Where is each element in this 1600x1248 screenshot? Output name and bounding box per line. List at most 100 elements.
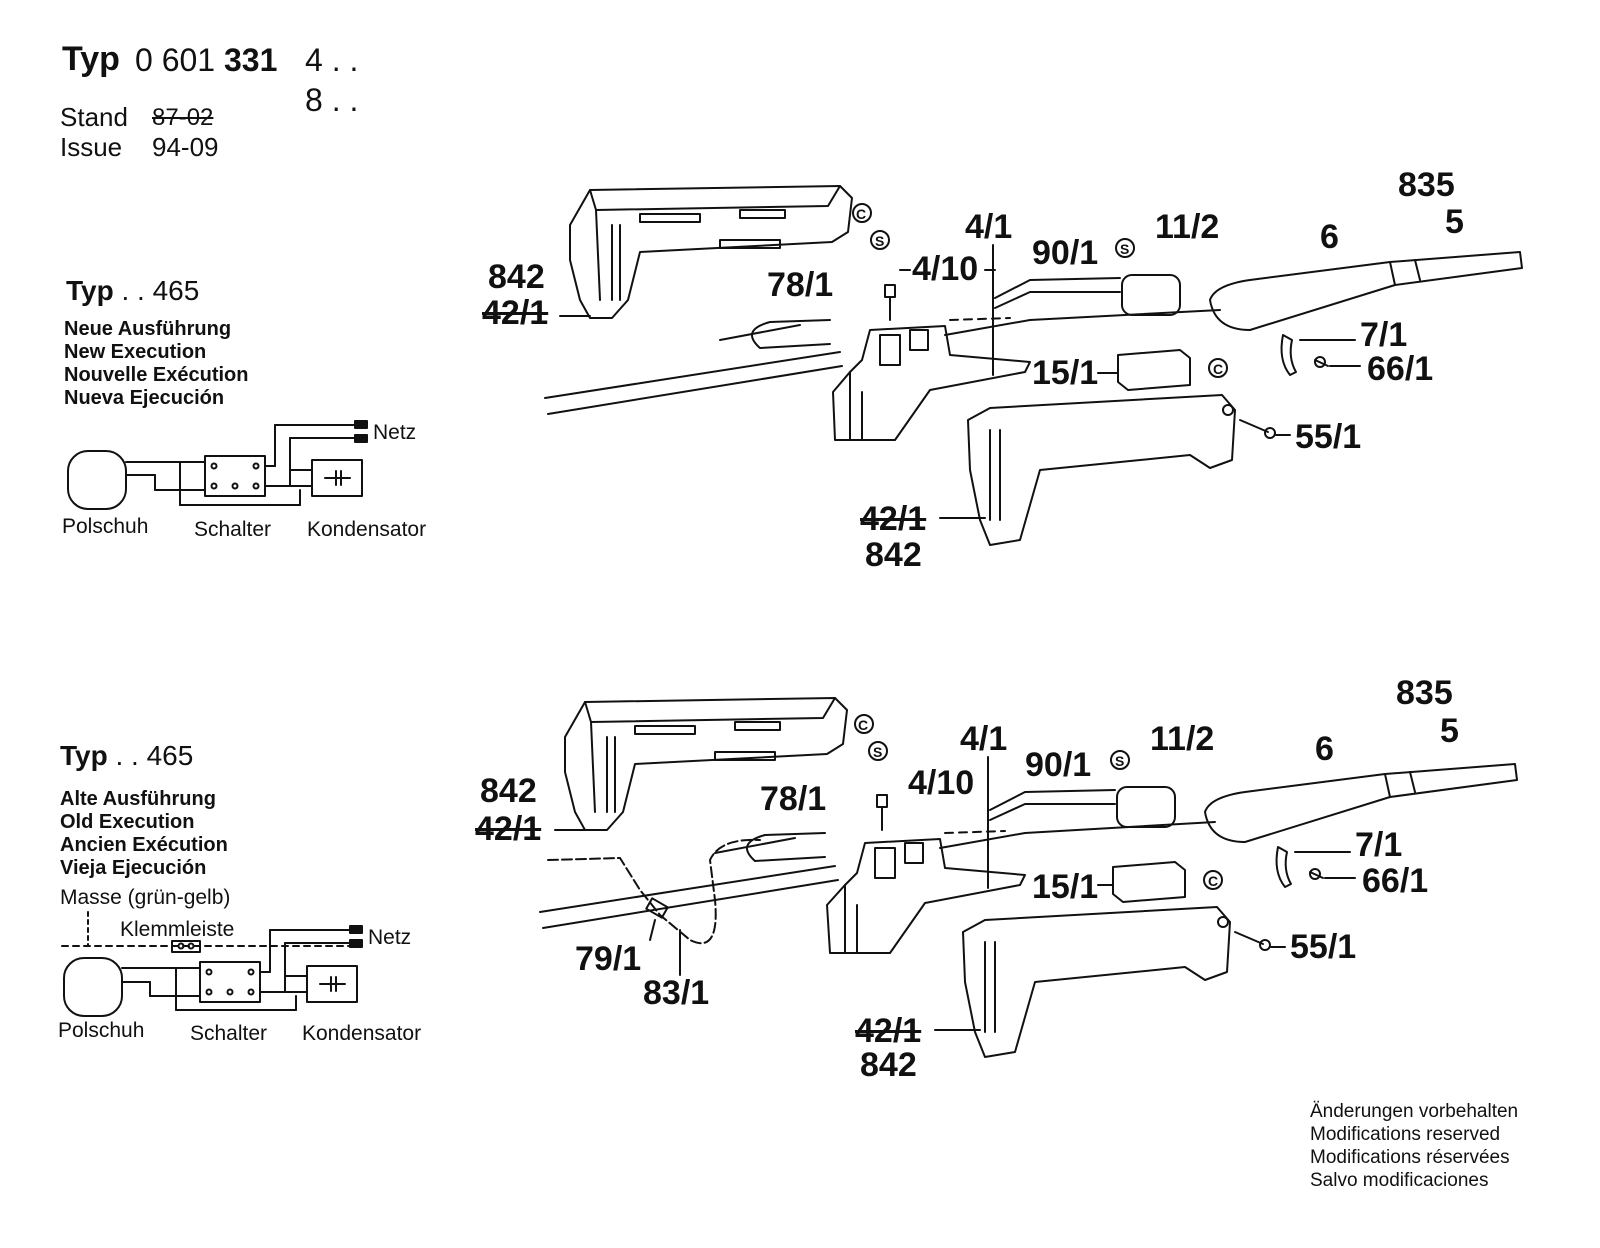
part-42-1-top: 42/1	[482, 294, 549, 332]
svg-text:C: C	[1213, 361, 1223, 377]
svg-text:C: C	[856, 206, 866, 222]
cable-protection-sleeve-old	[1204, 773, 1391, 843]
part-79-1: 79/1	[575, 940, 642, 978]
stand-value: 87-02	[152, 104, 214, 131]
part-842-bottom: 842	[865, 536, 922, 574]
svg-text:S: S	[1115, 753, 1124, 769]
part-78-1: 78/1	[767, 266, 834, 304]
housing-half-lower-old	[962, 906, 1231, 1058]
capacitor-shape-old	[306, 965, 358, 1003]
part-6: 6	[1320, 218, 1339, 256]
old-typ-heading: Typ . . 465	[60, 740, 193, 772]
old-typ-label: Typ	[60, 740, 108, 771]
part-83-1: 83/1	[643, 974, 710, 1012]
old-schalter-label: Schalter	[190, 1022, 268, 1045]
part-78-1-old: 78/1	[760, 780, 827, 818]
capacitor-part	[1121, 274, 1181, 316]
type-number-bold: 331	[223, 42, 278, 78]
housing-half-lower	[967, 394, 1236, 546]
new-kondensator-label: Kondensator	[307, 518, 427, 541]
old-masse-label: Masse (grün-gelb)	[60, 886, 231, 909]
symbol-s	[870, 230, 890, 250]
symbol-c	[852, 203, 872, 223]
switch-shape	[204, 455, 266, 497]
part-4-10: 4/10	[912, 250, 979, 288]
part-7-1: 7/1	[1360, 316, 1408, 354]
issue-value: 94-09	[152, 132, 219, 162]
svg-text:S: S	[1120, 241, 1129, 257]
part-11-2-old: 11/2	[1150, 720, 1215, 758]
old-execution-de: Alte Ausführung	[60, 788, 216, 810]
motor-pole-shoe-shape	[67, 450, 127, 510]
old-kondensator-label: Kondensator	[302, 1022, 422, 1045]
capacitor-shape	[311, 459, 363, 497]
part-42-1-bottom: 42/1	[860, 500, 927, 538]
old-netz-label: Netz	[368, 926, 412, 949]
old-polschuh-label: Polschuh	[58, 1019, 145, 1042]
old-klemmleiste-label: Klemmleiste	[120, 918, 235, 941]
cable-protection-sleeve	[1209, 261, 1396, 331]
footer-notes: Änderungen vorbehalten Modifications res…	[1310, 1100, 1518, 1192]
new-execution-en: New Execution	[64, 341, 207, 363]
suppressor-block-old	[1112, 861, 1186, 903]
part-6-old: 6	[1315, 730, 1334, 768]
svg-text:S: S	[873, 744, 882, 760]
new-netz-label: Netz	[373, 421, 417, 444]
part-66-1-old: 66/1	[1362, 862, 1429, 900]
svg-text:C: C	[858, 717, 868, 733]
old-typ-value: . . 465	[115, 740, 194, 771]
part-66-1: 66/1	[1367, 350, 1434, 388]
exploded-view-old: C S S C	[539, 697, 1518, 1058]
part-842-top: 842	[488, 258, 545, 296]
svg-text:S: S	[875, 233, 884, 249]
part-4-1-old: 4/1	[960, 720, 1008, 758]
part-11-2: 11/2	[1155, 208, 1220, 246]
part-5-old: 5	[1440, 712, 1459, 750]
new-typ-value: . . 465	[121, 275, 200, 306]
footer-de: Änderungen vorbehalten	[1310, 1101, 1519, 1122]
old-execution-en: Old Execution	[60, 811, 195, 833]
part-4-1: 4/1	[965, 208, 1013, 246]
part-15-1-old: 15/1	[1032, 868, 1099, 906]
header-type-number: 0 601 331	[135, 42, 277, 79]
new-execution-es: Nueva Ejecución	[64, 387, 225, 409]
part-55-1: 55/1	[1295, 418, 1362, 456]
part-842-bottom-old: 842	[860, 1046, 917, 1084]
part-90-1-old: 90/1	[1025, 746, 1092, 784]
exploded-view-new: C S S C	[544, 185, 1523, 546]
header-typ-label: Typ	[62, 40, 120, 78]
new-execution-de: Neue Ausführung	[64, 318, 232, 340]
part-42-1-top-old: 42/1	[475, 810, 542, 848]
type-suffix-1: 4 . .	[305, 42, 359, 78]
wiring-schematic-old	[61, 911, 363, 1017]
motor-pole-shoe-shape-old	[63, 957, 123, 1017]
new-polschuh-label: Polschuh	[62, 515, 149, 538]
terminal-strip-shape	[171, 940, 201, 953]
part-90-1: 90/1	[1032, 234, 1099, 272]
issue-label: Issue	[60, 132, 123, 162]
new-typ-label: Typ	[66, 275, 114, 306]
part-4-10-old: 4/10	[908, 764, 975, 802]
part-835-old: 835	[1396, 674, 1453, 712]
type-number-prefix: 0 601	[135, 42, 216, 78]
new-typ-heading: Typ . . 465	[66, 275, 199, 307]
capacitor-part-old	[1116, 786, 1176, 828]
wiring-schematic-new	[67, 420, 368, 510]
new-execution-block: Neue Ausführung New Execution Nouvelle E…	[64, 318, 249, 410]
switch-body-old	[826, 838, 1026, 954]
old-execution-block: Alte Ausführung Old Execution Ancien Exé…	[60, 788, 228, 880]
part-15-1: 15/1	[1032, 354, 1099, 392]
footer-es: Salvo modificaciones	[1310, 1170, 1489, 1191]
stand-label: Stand	[60, 102, 128, 132]
part-835: 835	[1398, 166, 1455, 204]
part-55-1-old: 55/1	[1290, 928, 1357, 966]
type-suffix-2: 8 . .	[305, 82, 359, 118]
switch-shape-old	[199, 961, 261, 1003]
part-5: 5	[1445, 203, 1464, 241]
old-execution-es: Vieja Ejecución	[60, 857, 207, 879]
old-execution-fr: Ancien Exécution	[60, 834, 228, 856]
part-7-1-old: 7/1	[1355, 826, 1403, 864]
part-842-top-old: 842	[480, 772, 537, 810]
suppressor-block	[1117, 349, 1191, 391]
